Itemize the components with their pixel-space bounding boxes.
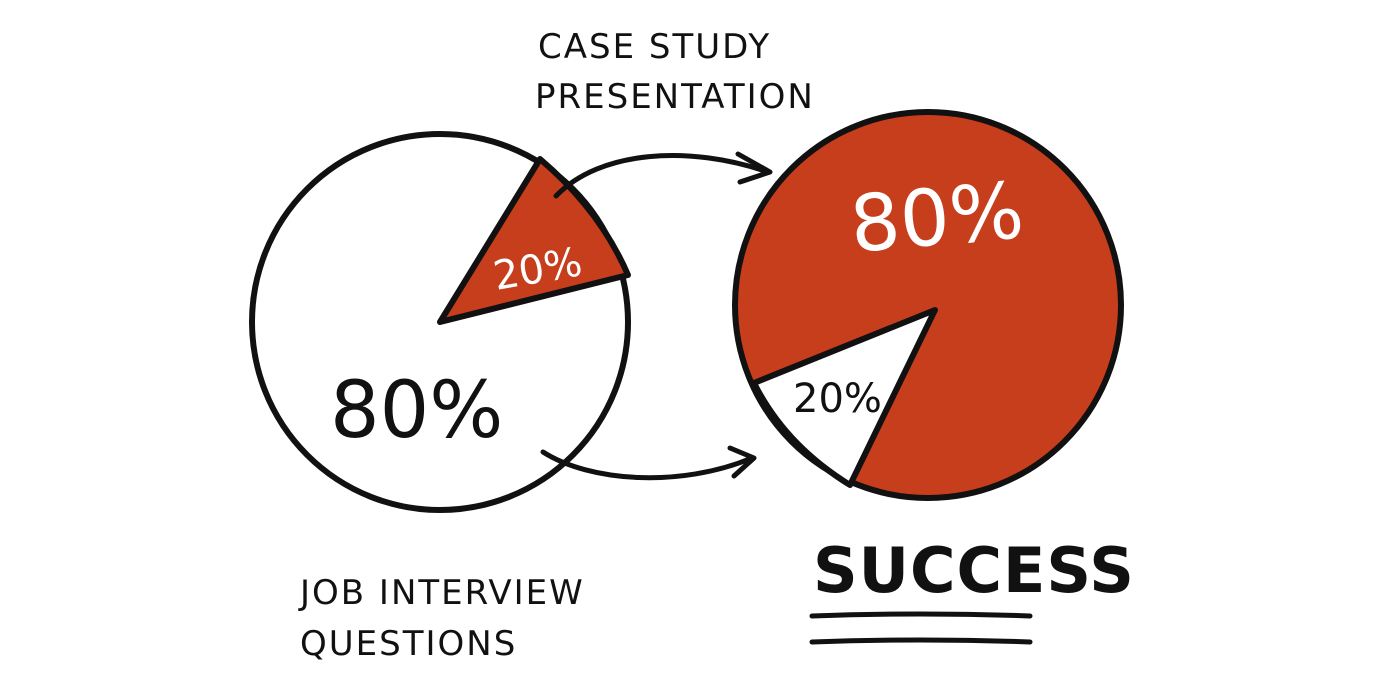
bottom-left-label-line-1: JOB INTERVIEW (298, 573, 585, 613)
bottom-left-label: JOB INTERVIEW QUESTIONS (298, 573, 585, 664)
right-pie-slice-rest (751, 307, 938, 488)
left-pie-rest-label: 80% (330, 366, 503, 456)
bottom-left-label-line-2: QUESTIONS (300, 624, 517, 664)
left-pie: 20% 80% (249, 131, 631, 513)
arrows (540, 151, 773, 481)
top-label-line-2: PRESENTATION (535, 77, 815, 117)
right-pie-rest-label: 20% (793, 376, 882, 422)
top-label-line-1: CASE STUDY (538, 27, 771, 67)
bottom-arrow-head (727, 445, 757, 479)
right-pie: 80% 20% (732, 109, 1124, 501)
top-arrow (553, 153, 771, 199)
top-label: CASE STUDY PRESENTATION (535, 27, 815, 117)
top-arrow-head (735, 151, 773, 185)
success-text: SUCCESS (813, 534, 1135, 607)
right-pie-highlight-label: 80% (847, 166, 1028, 271)
left-pie-slice-highlight (437, 156, 631, 325)
success-label: SUCCESS (809, 534, 1135, 645)
success-underline-1 (809, 611, 1033, 619)
success-underline-2 (809, 637, 1033, 645)
bottom-arrow (540, 449, 755, 481)
